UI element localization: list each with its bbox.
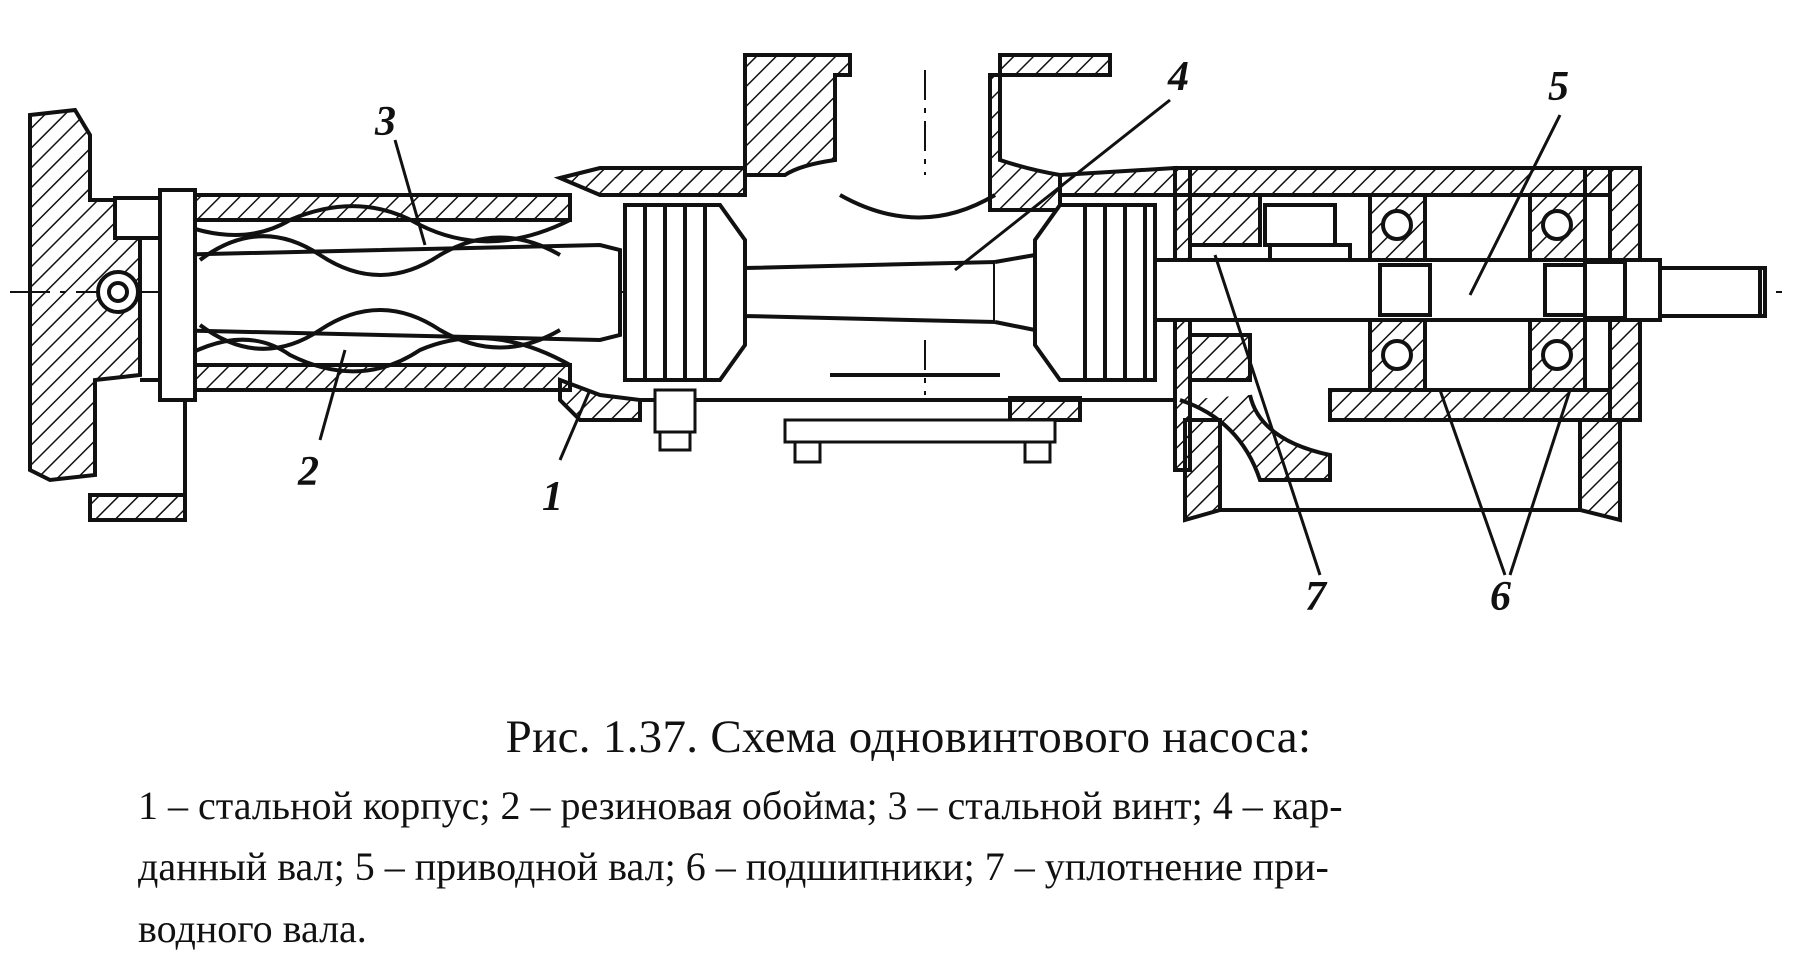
figure-legend-line: данный вал; 5 – приводной вал; 6 – подши… [138, 844, 1329, 889]
figure-legend-line: водного вала. [138, 906, 367, 951]
callout-7: 7 [1305, 574, 1328, 620]
callout-3: 3 [374, 99, 396, 145]
pump-diagram: 3 2 1 4 5 7 6 [10, 53, 1790, 620]
pump-housing [553, 53, 1177, 422]
callout-4: 4 [1167, 54, 1189, 100]
callout-6: 6 [1490, 574, 1511, 620]
figure-caption-title: Рис. 1.37. Схема одновинтового насоса: [505, 711, 1312, 763]
cardan-shaft [623, 203, 1157, 382]
housing-bolts [653, 388, 1057, 464]
callout-1: 1 [542, 474, 563, 520]
rubber-stator [168, 193, 572, 392]
drive-shaft [1153, 258, 1767, 322]
figure-legend-line: 1 – стальной корпус; 2 – резиновая обойм… [138, 783, 1343, 828]
leader-lines [318, 98, 1572, 576]
callout-5: 5 [1548, 64, 1569, 110]
inlet-flange [28, 107, 187, 522]
bearing-housing [1173, 166, 1642, 523]
steel-rotor [113, 188, 622, 402]
callout-2: 2 [297, 449, 319, 495]
